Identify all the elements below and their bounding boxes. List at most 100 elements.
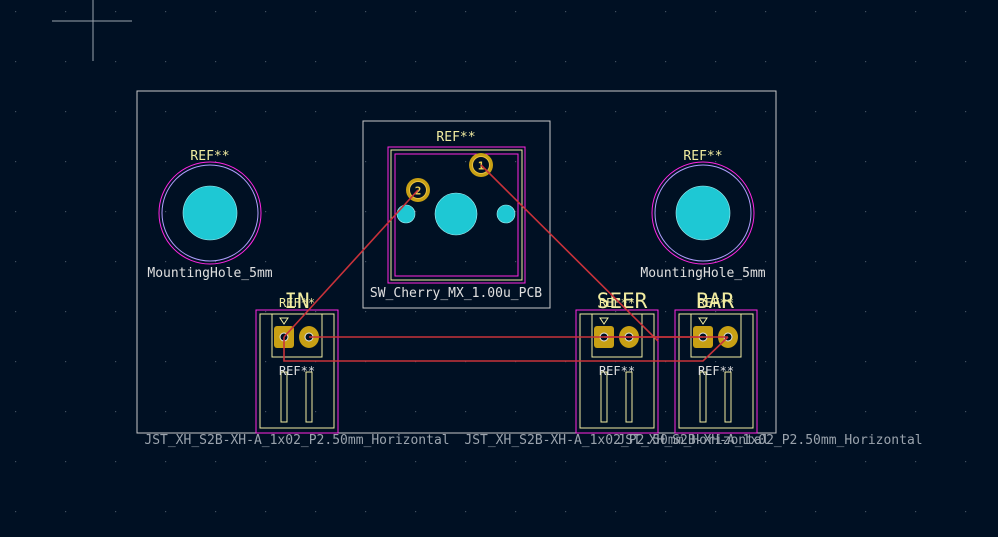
grid-dot [165,261,167,263]
grid-dot [765,361,767,363]
grid-dot [865,111,867,113]
grid-dot [565,261,567,263]
npth-left[interactable] [397,205,415,223]
value-label[interactable]: MountingHole_5mm [147,266,272,281]
grid-dot [865,311,867,313]
grid-dot [915,211,917,213]
grid-dot [115,411,117,413]
grid-dot [65,411,67,413]
value-label[interactable]: JST_XH_S2B-XH-A_1x02_P2.50mm_Horizontal [464,433,769,448]
grid-dot [415,111,417,113]
grid-dot [165,161,167,163]
grid-dot [415,311,417,313]
footprint-cherry-switch[interactable]: 1 2 REF** SW_Cherry_MX_1.00u_PCB [362,120,551,309]
ref-label[interactable]: REF** [190,149,229,164]
grid-dot [915,11,917,13]
grid-dot [65,361,67,363]
grid-dot [115,511,117,513]
ref-label[interactable]: REF** [436,130,475,145]
footprint-connector-bar[interactable]: BAR REF** REF** JST_XH_S2B-XH-A_1x02_P2.… [617,289,922,448]
grid-dot [515,161,517,163]
npth-pad[interactable] [183,186,237,240]
grid-dot [415,61,417,63]
grid-dot [665,311,667,313]
grid-dot [15,311,17,313]
grid-dot [15,161,17,163]
value-label[interactable]: MountingHole_5mm [640,266,765,281]
grid-dot [665,111,667,113]
grid-dot [115,61,117,63]
grid-dot [65,461,67,463]
grid-dot [865,211,867,213]
grid-dot [15,261,17,263]
grid-dot [315,61,317,63]
grid-dot [765,161,767,163]
grid-dot [915,511,917,513]
grid-dot [815,311,817,313]
ref-label[interactable]: REF** [683,149,722,164]
grid-dot [65,311,67,313]
board-outline [136,90,777,434]
grid-dot [765,311,767,313]
grid-dot [465,61,467,63]
grid-dot [215,361,217,363]
grid-dot [515,461,517,463]
grid-dot [565,11,567,13]
npth-right-outline [496,204,516,224]
grid-dot [965,61,967,63]
ref-label-fab: REF** [698,364,734,378]
grid-dot [715,111,717,113]
grid-dot [715,61,717,63]
silk-label-seer: SEER [597,289,648,313]
grid-dot [465,511,467,513]
grid-dot [215,161,217,163]
npth-pad[interactable] [676,186,730,240]
grid-dot [515,511,517,513]
grid-dot [465,261,467,263]
grid-dot [565,111,567,113]
grid-dot [165,361,167,363]
grid-dot [265,461,267,463]
footprint-mounting-hole-right[interactable]: REF** MountingHole_5mm [640,149,765,281]
grid-dot [615,211,617,213]
grid-dot [415,161,417,163]
grid-dot [665,211,667,213]
grid-dot [215,111,217,113]
ref-label-fab: REF** [279,364,315,378]
grid-dot [715,261,717,263]
grid-dot [765,411,767,413]
grid-dot [815,161,817,163]
grid-dot [15,11,17,13]
grid-dot [815,411,817,413]
grid-dot [265,111,267,113]
courtyard-rect [575,309,659,434]
grid-dot [265,311,267,313]
grid-dot [565,211,567,213]
npth-center[interactable] [435,193,477,235]
pin1-marker [279,317,289,325]
grid-dot [665,61,667,63]
grid-dot [715,411,717,413]
value-label[interactable]: JST_XH_S2B-XH-A_1x02_P2.50mm_Horizontal [617,433,922,448]
ref-label-top[interactable]: REF** [599,296,635,310]
grid-dot [915,461,917,463]
grid-dot [465,161,467,163]
footprint-connector-in[interactable]: IN REF** REF** JST_XH_S2B-XH-A_1x02_P2.5… [144,289,449,448]
grid-dot [765,111,767,113]
npth-right[interactable] [497,205,515,223]
silk-pin-b [305,371,313,423]
value-label[interactable]: JST_XH_S2B-XH-A_1x02_P2.50mm_Horizontal [144,433,449,448]
silk-rect-outer [390,149,523,281]
grid-dot [115,11,117,13]
grid-dot [965,461,967,463]
grid-dot [565,461,567,463]
ref-label-top[interactable]: REF** [698,296,734,310]
grid-dot [315,261,317,263]
footprint-mounting-hole-left[interactable]: REF** MountingHole_5mm [147,149,272,281]
grid-dot [415,261,417,263]
grid-dot [715,361,717,363]
ref-label-top[interactable]: REF** [279,296,315,310]
value-label[interactable]: SW_Cherry_MX_1.00u_PCB [370,286,542,301]
grid-dot [665,511,667,513]
